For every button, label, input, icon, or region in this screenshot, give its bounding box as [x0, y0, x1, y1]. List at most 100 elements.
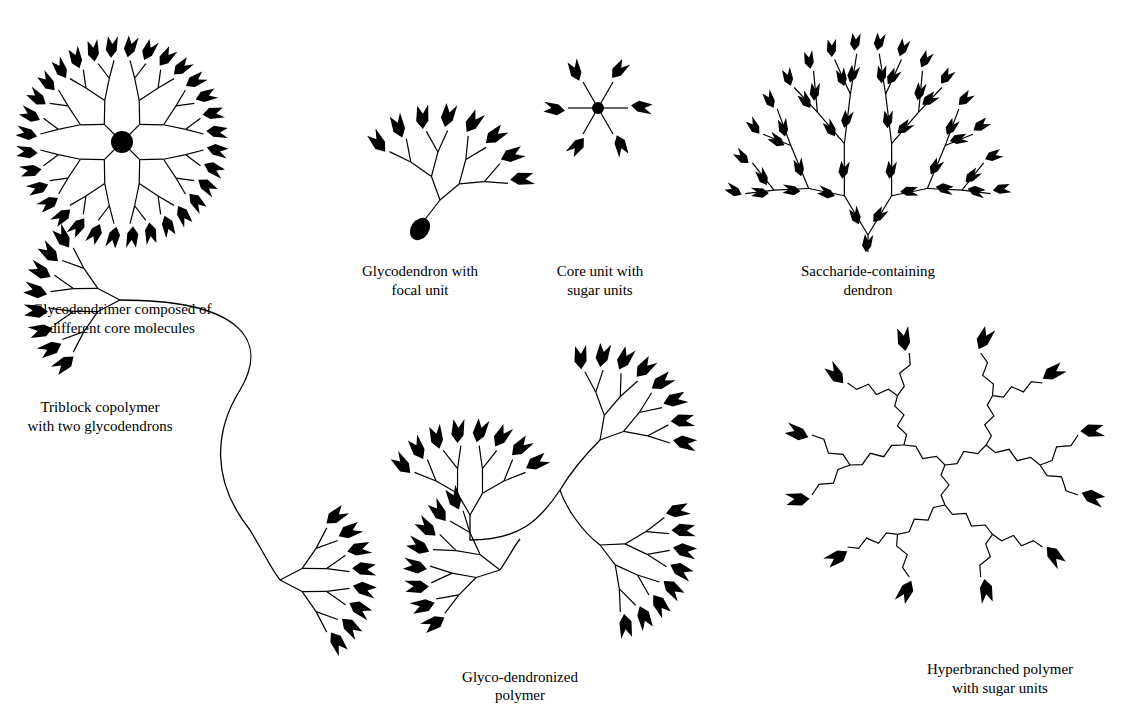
branch-line: [427, 459, 436, 481]
sugar-unit: [820, 118, 840, 139]
sugar-unit: [731, 147, 752, 166]
branch-line: [648, 425, 669, 436]
sugar-unit: [750, 186, 769, 199]
branch-line: [122, 124, 140, 142]
branch-line: [619, 589, 635, 605]
branch-line: [122, 142, 140, 160]
branch-line: [647, 550, 670, 554]
branch-line: [158, 196, 174, 205]
branch-line: [186, 150, 204, 155]
sugar-unit: [23, 281, 49, 299]
branch-line: [40, 150, 58, 155]
branch-line: [459, 578, 476, 595]
focal-unit: [406, 214, 435, 244]
sugar-unit: [543, 102, 565, 116]
sugar-unit: [862, 234, 873, 252]
sugar-unit: [760, 89, 780, 110]
branch-line: [327, 569, 350, 572]
sugar-unit: [886, 161, 897, 179]
sugar-unit: [405, 434, 432, 462]
branch-line: [817, 112, 844, 144]
branch-line: [186, 129, 204, 134]
branch-line: [59, 178, 68, 194]
sugar-unit: [201, 104, 226, 123]
sugar-unit: [896, 38, 910, 58]
zigzag-branch: [986, 445, 1040, 465]
branch-line: [752, 163, 774, 190]
branch-line: [637, 575, 649, 595]
branch-line: [482, 450, 496, 468]
sugar-unit: [364, 128, 392, 155]
sugar-unit: [104, 35, 120, 58]
sugar-unit: [426, 423, 449, 451]
branch-line: [433, 549, 456, 551]
branch-line: [625, 544, 647, 554]
branch-line: [316, 540, 338, 548]
sugar-unit: [963, 166, 983, 187]
polymer-backbone: [120, 300, 280, 580]
branch-line: [186, 118, 201, 129]
zigzag-branch: [812, 435, 850, 465]
branch-line: [504, 472, 526, 481]
sugar-unit: [15, 125, 38, 141]
zigzag-branch: [848, 383, 898, 396]
caption: Hyperbranched polymer with sugar units: [915, 660, 1085, 698]
sugar-unit: [884, 66, 902, 87]
branch-line: [598, 108, 613, 134]
sugar-unit: [15, 144, 38, 160]
branch-line: [327, 555, 346, 568]
branch-line: [962, 163, 984, 190]
branch-line: [104, 124, 122, 142]
sugar-unit: [201, 160, 226, 179]
branch-line: [105, 184, 110, 206]
branch-line: [44, 118, 59, 129]
sugar-unit: [632, 354, 658, 382]
branch-line: [58, 125, 80, 130]
branch-line: [109, 206, 114, 224]
sugar-unit: [753, 166, 773, 187]
sugar-unit: [816, 185, 836, 200]
branch-line: [86, 88, 105, 100]
branch-line: [438, 130, 448, 152]
branch-line: [585, 372, 596, 393]
branch-line: [302, 591, 326, 592]
sugar-unit: [66, 214, 88, 239]
branch-line: [130, 60, 135, 78]
branch-line: [50, 103, 68, 106]
branch-line: [70, 79, 86, 88]
sugar-unit: [801, 49, 817, 70]
branch-line: [158, 79, 174, 88]
sugar-unit: [631, 604, 656, 632]
sugar-unit: [425, 497, 453, 525]
sugar-unit: [141, 221, 160, 246]
sugar-unit: [140, 38, 159, 63]
sugar-unit: [918, 49, 934, 70]
sugar-unit: [352, 560, 378, 578]
sugar-unit: [323, 629, 350, 657]
branch-line: [70, 196, 86, 205]
branch-line: [411, 162, 432, 177]
branch-line: [568, 107, 598, 108]
zigzag-branch: [848, 533, 898, 548]
branch-line: [98, 288, 120, 300]
branch-line: [80, 124, 104, 126]
zigzag-branch: [993, 382, 1043, 397]
branch-line: [50, 178, 68, 181]
polymer-backbone: [560, 490, 600, 545]
sugar-unit: [85, 221, 104, 246]
sugar-unit: [971, 115, 992, 136]
sugar-unit: [846, 64, 860, 84]
polymer-backbone: [500, 539, 520, 570]
branch-line: [431, 152, 437, 176]
sugar-unit: [849, 32, 861, 51]
branch-line: [470, 533, 480, 555]
sugar-unit: [206, 143, 229, 159]
zigzag-branch: [1040, 435, 1078, 465]
sugar-unit: [482, 122, 509, 150]
branch-line: [443, 450, 457, 468]
sugar-unit: [403, 577, 429, 596]
sugar-unit: [782, 184, 801, 196]
zigzag-branch: [850, 445, 904, 465]
branch-line: [302, 592, 316, 612]
sugar-unit: [36, 335, 64, 361]
